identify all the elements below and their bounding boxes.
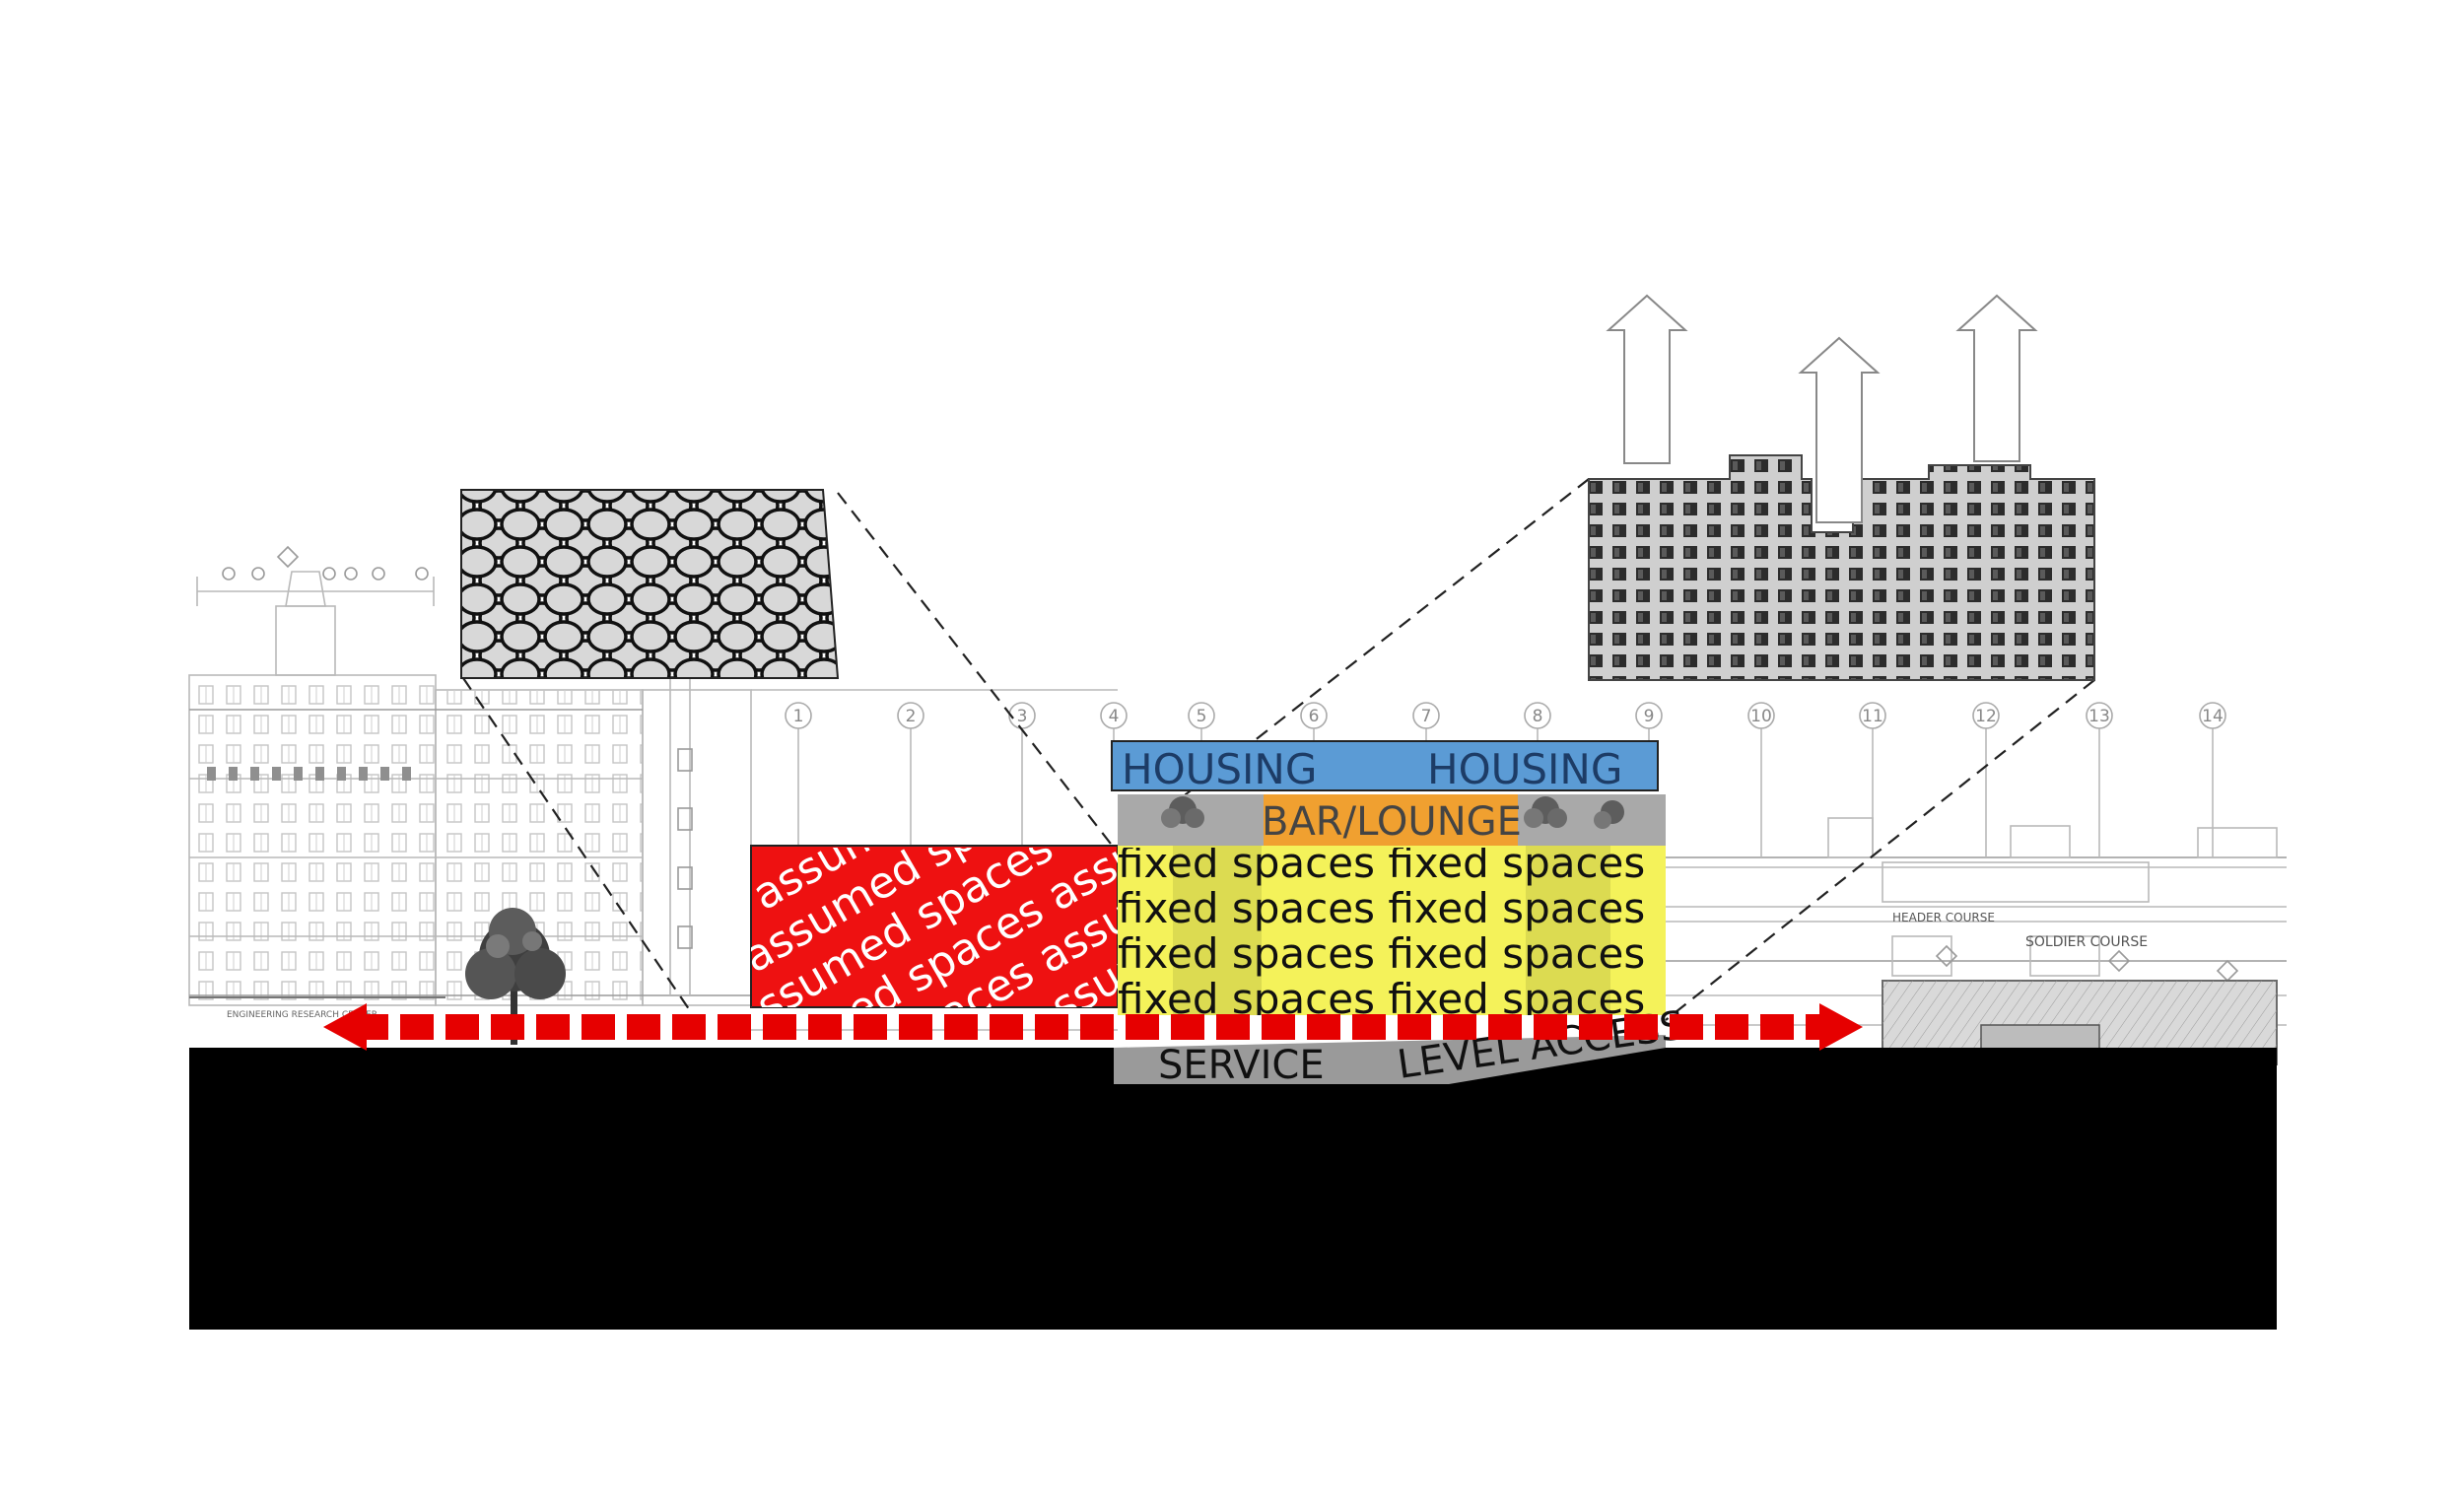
right-context-elevation: SOLDIER COURSE HEADER COURSE: [1666, 817, 2287, 1065]
svg-text:14: 14: [2202, 707, 2224, 726]
grid-marker: 3: [1008, 702, 1036, 848]
soldier-course-note: SOLDIER COURSE: [2025, 934, 2148, 950]
fixed-spaces-text: fixed spaces fixed spaces: [1118, 929, 1645, 978]
fixed-spaces-text: fixed spaces fixed spaces: [1118, 884, 1645, 932]
grid-marker: 5: [1188, 702, 1215, 749]
ground-section: [189, 1048, 2277, 1330]
svg-text:5: 5: [1197, 707, 1207, 726]
tree-icon: [1161, 796, 1204, 828]
grid-marker: 7: [1412, 702, 1440, 749]
grid-marker: 8: [1524, 702, 1551, 749]
svg-text:4: 4: [1109, 707, 1120, 726]
up-arrow-icon: [1606, 294, 1688, 464]
fixed-spaces-block: fixed spaces fixed spaces fixed spaces f…: [1118, 839, 1666, 1023]
svg-text:10: 10: [1750, 707, 1772, 726]
grid-marker: 12: [1972, 702, 2000, 857]
grid-marker: 1: [785, 702, 812, 848]
grid-marker: 4: [1100, 702, 1128, 749]
scale-texture-inset: [460, 489, 840, 679]
bar-lounge-label: BAR/LOUNGE: [1262, 799, 1522, 845]
fixed-spaces-text: fixed spaces fixed spaces: [1118, 975, 1645, 1023]
svg-text:3: 3: [1017, 707, 1028, 726]
up-arrow-icon: [1798, 336, 1881, 523]
svg-text:11: 11: [1862, 707, 1883, 726]
grid-marker: 13: [2086, 702, 2113, 857]
svg-text:9: 9: [1644, 707, 1655, 726]
grid-marker: 14: [2199, 702, 2226, 857]
header-course-note: HEADER COURSE: [1892, 911, 1995, 924]
bar-lounge-level: BAR/LOUNGE: [1118, 794, 1666, 846]
callout-lines: [462, 478, 2095, 1026]
up-arrow-icon: [1955, 294, 2038, 462]
svg-text:1: 1: [793, 707, 804, 726]
svg-text:12: 12: [1975, 707, 1997, 726]
grid-marker: 2: [897, 702, 924, 848]
tree-icon: [1594, 800, 1624, 829]
engineering-center-note: ENGINEERING RESEARCH CENTER: [227, 1010, 377, 1020]
svg-text:13: 13: [2088, 707, 2110, 726]
grid-marker: 10: [1747, 702, 1775, 857]
grid-marker: 11: [1859, 702, 1886, 857]
grid-marker: 6: [1300, 702, 1328, 749]
assumed-spaces-block: spaces assumed spaces assumed spaces ass…: [750, 845, 1119, 1008]
housing-label-right: HOUSING: [1427, 745, 1622, 793]
fixed-spaces-text: fixed spaces fixed spaces: [1118, 839, 1645, 887]
dashed-double-arrow-icon: [323, 1003, 1863, 1051]
svg-text:8: 8: [1533, 707, 1543, 726]
svg-text:2: 2: [906, 707, 917, 726]
grid-line-markers: 1 2 3 4 5 6 7 8 9 10 11 12 13 14: [785, 702, 2226, 857]
housing-level: HOUSING HOUSING: [1111, 740, 1659, 793]
grid-marker: 9: [1635, 702, 1663, 749]
svg-text:6: 6: [1309, 707, 1320, 726]
housing-label-left: HOUSING: [1122, 745, 1317, 793]
tree-icon: [1524, 796, 1567, 828]
svg-text:7: 7: [1421, 707, 1432, 726]
service-label: SERVICE: [1158, 1043, 1325, 1088]
